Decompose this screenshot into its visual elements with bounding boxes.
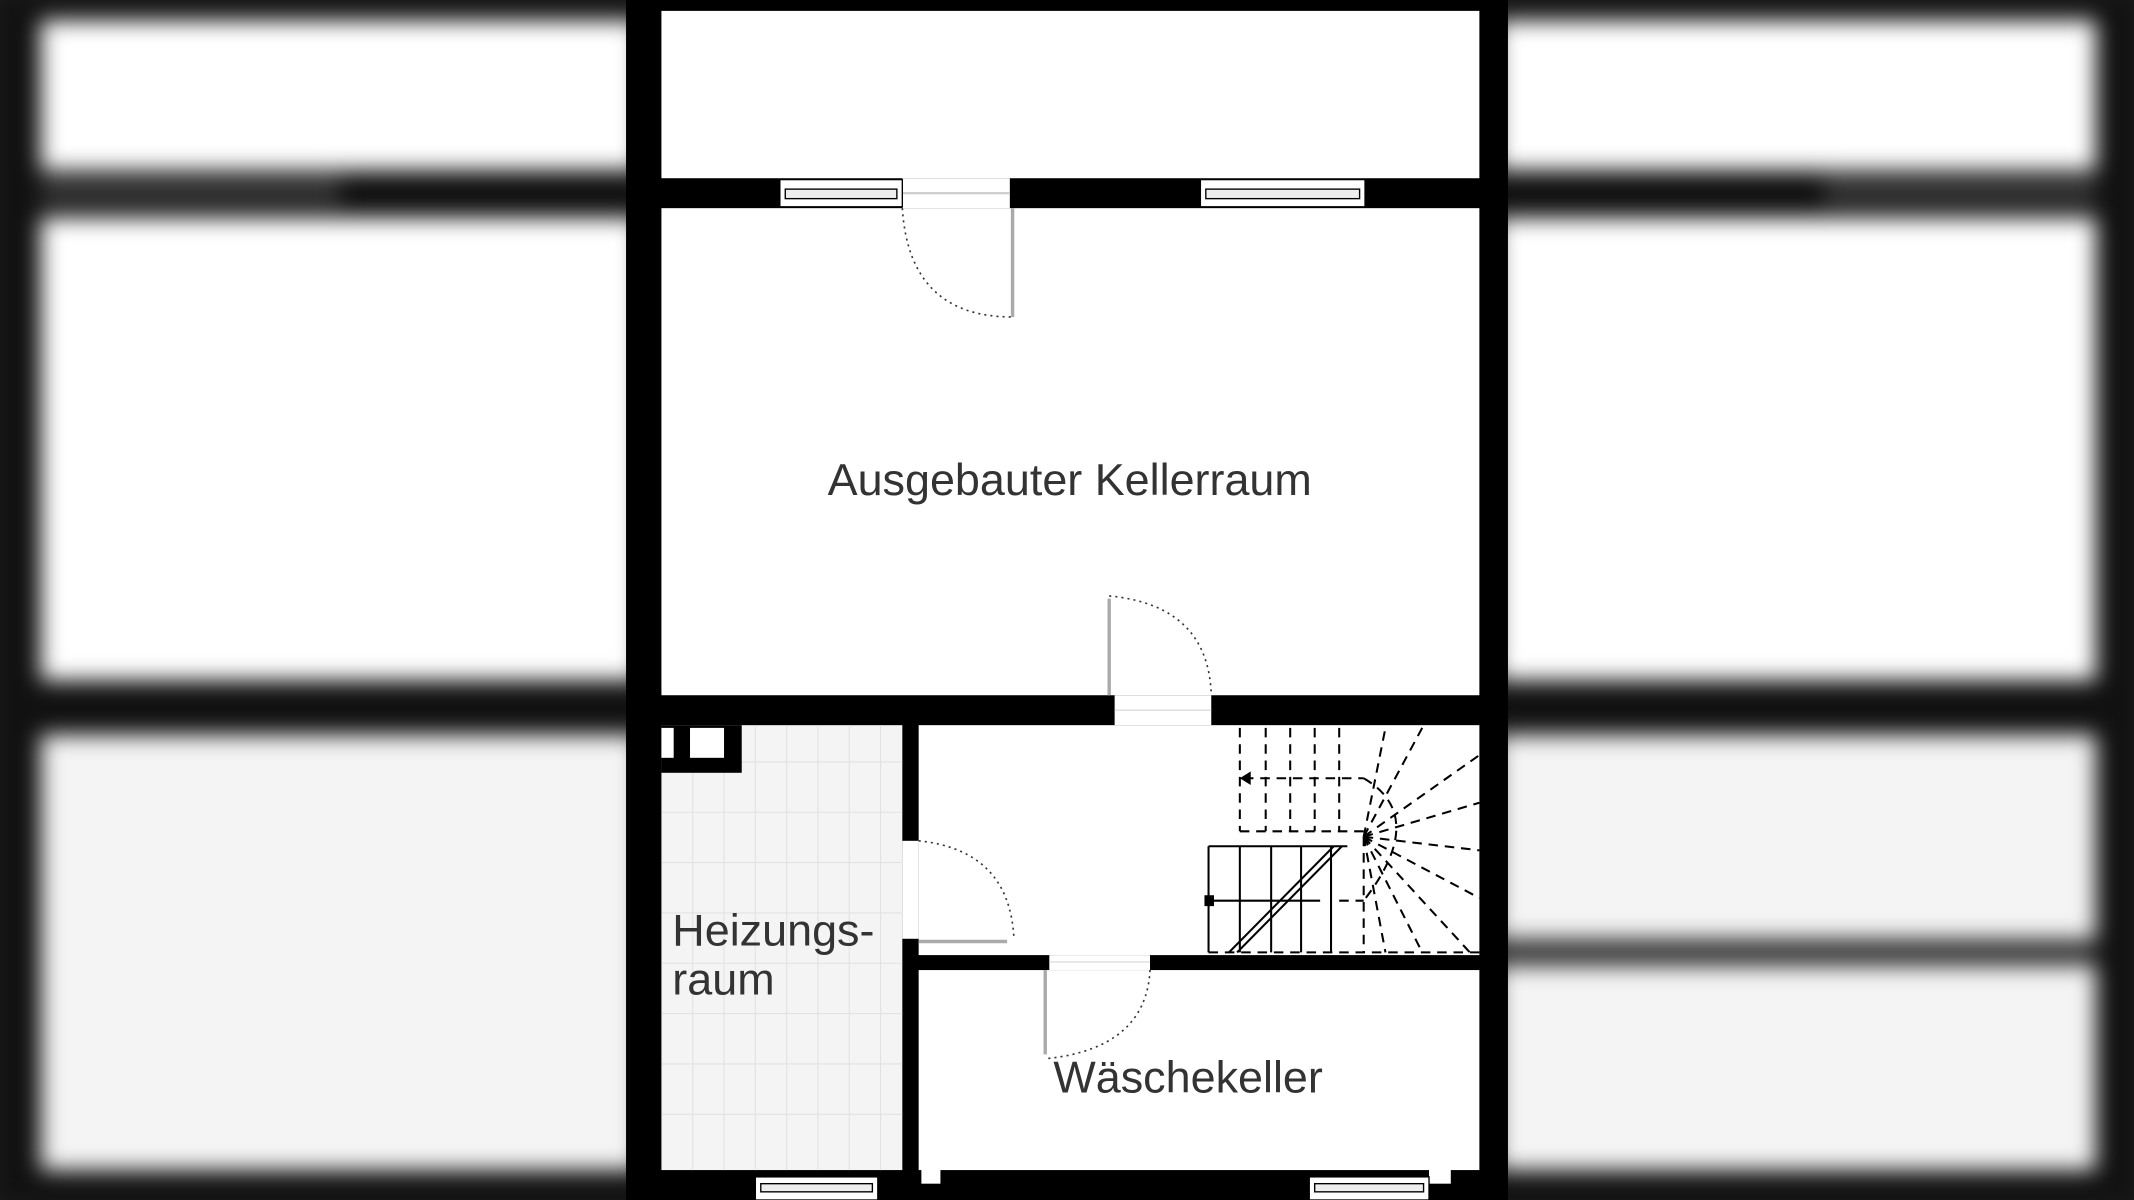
- room-label-waeschekeller: Wäschekeller: [1053, 1052, 1323, 1103]
- room-label-kellerraum: Ausgebauter Kellerraum: [828, 454, 1312, 505]
- window: [754, 178, 1430, 1200]
- door: [901, 208, 1213, 1060]
- room-kellerraum: [661, 208, 1480, 696]
- floorplan: Ausgebauter Kellerraum Heizungs- raum Wä…: [626, 0, 1508, 1200]
- room-label-heizungsraum-line1: Heizungs-: [672, 905, 874, 956]
- room-heizungsraum: [661, 725, 903, 1171]
- staircase: [1204, 727, 1480, 954]
- room-waeschekeller: [918, 970, 1480, 1171]
- room-label-heizungsraum-line2: raum: [672, 954, 774, 1005]
- top-area: [661, 10, 1480, 179]
